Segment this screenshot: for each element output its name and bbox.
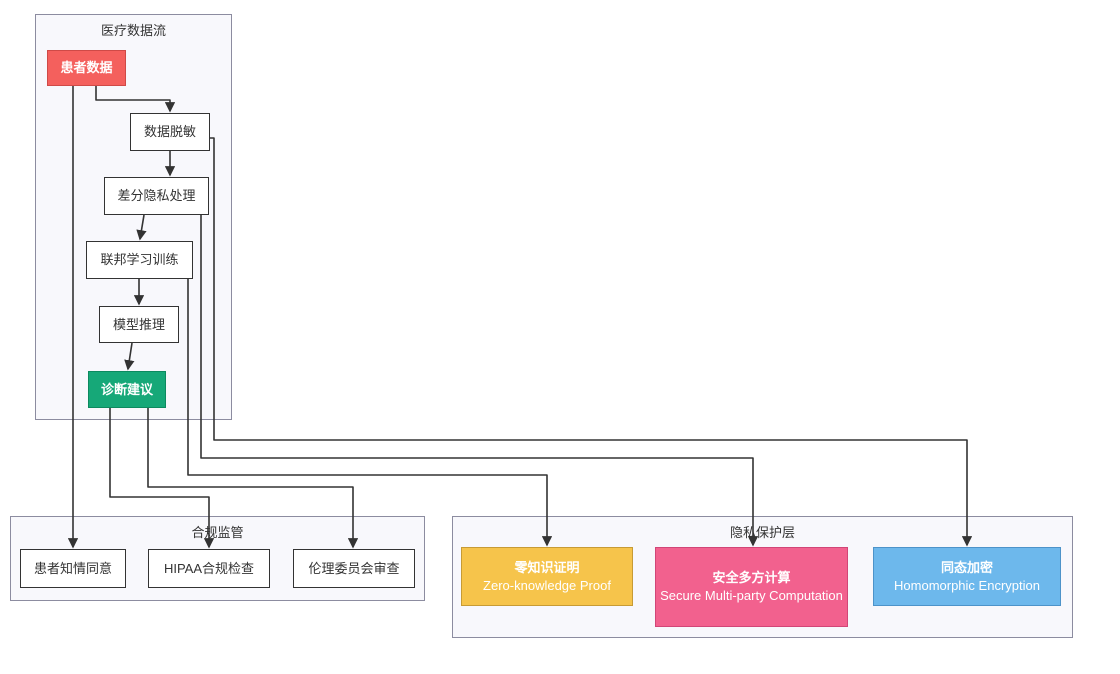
node-zero-knowledge-proof-label-zh: 零知识证明: [514, 559, 580, 575]
cluster-compliance-label: 合规监管: [191, 525, 244, 540]
node-differential-privacy: 差分隐私处理: [104, 177, 209, 215]
node-hipaa-check-label: HIPAA合规检查: [163, 560, 255, 576]
node-diagnosis: 诊断建议: [88, 371, 166, 408]
edge-differential-privacy-to-mpc: [200, 215, 759, 547]
node-model-inference-label: 模型推理: [112, 316, 165, 332]
edge-differential-privacy-to-federated-learning: [136, 214, 147, 241]
node-homomorphic-encryption-label-zh: 同态加密: [940, 559, 993, 575]
node-hipaa-check: HIPAA合规检查: [148, 549, 270, 588]
node-ethics-review-label: 伦理委员会审查: [308, 560, 400, 576]
edge-federated-learning-to-zkp: [187, 279, 553, 547]
node-model-inference: 模型推理: [99, 306, 179, 343]
edge-data-masking-to-homomorphic-encryption: [210, 137, 973, 547]
cluster-privacy-layer-label: 隐私保护层: [729, 525, 795, 540]
node-secure-multiparty-computation-label-zh: 安全多方计算: [712, 570, 791, 586]
edge-patient-data-to-data-masking: [95, 86, 176, 113]
node-differential-privacy-label: 差分隐私处理: [117, 188, 196, 204]
edge-model-inference-to-diagnosis: [124, 342, 135, 371]
node-patient-data-label: 患者数据: [60, 60, 113, 76]
node-secure-multiparty-computation-label-en: Secure Multi-party Computation: [660, 588, 843, 603]
node-data-masking-label: 数据脱敏: [143, 124, 196, 140]
node-patient-data: 患者数据: [47, 50, 126, 86]
node-federated-learning: 联邦学习训练: [86, 241, 193, 279]
node-informed-consent: 患者知情同意: [20, 549, 126, 588]
edge-diagnosis-to-ethics-review: [147, 408, 359, 549]
node-secure-multiparty-computation: 安全多方计算 Secure Multi-party Computation: [655, 547, 848, 627]
node-homomorphic-encryption-label-en: Homomorphic Encryption: [894, 577, 1040, 593]
node-ethics-review: 伦理委员会审查: [293, 549, 415, 588]
node-federated-learning-label: 联邦学习训练: [100, 252, 179, 268]
node-informed-consent-label: 患者知情同意: [33, 560, 112, 576]
node-zero-knowledge-proof-label-en: Zero-knowledge Proof: [483, 577, 611, 593]
edge-diagnosis-to-hipaa-check: [109, 408, 215, 549]
node-homomorphic-encryption: 同态加密 Homomorphic Encryption: [873, 547, 1061, 606]
cluster-medical-data-flow-label: 医疗数据流: [100, 23, 166, 38]
node-zero-knowledge-proof: 零知识证明 Zero-knowledge Proof: [461, 547, 633, 606]
node-diagnosis-label: 诊断建议: [100, 381, 153, 397]
node-data-masking: 数据脱敏: [130, 113, 210, 151]
